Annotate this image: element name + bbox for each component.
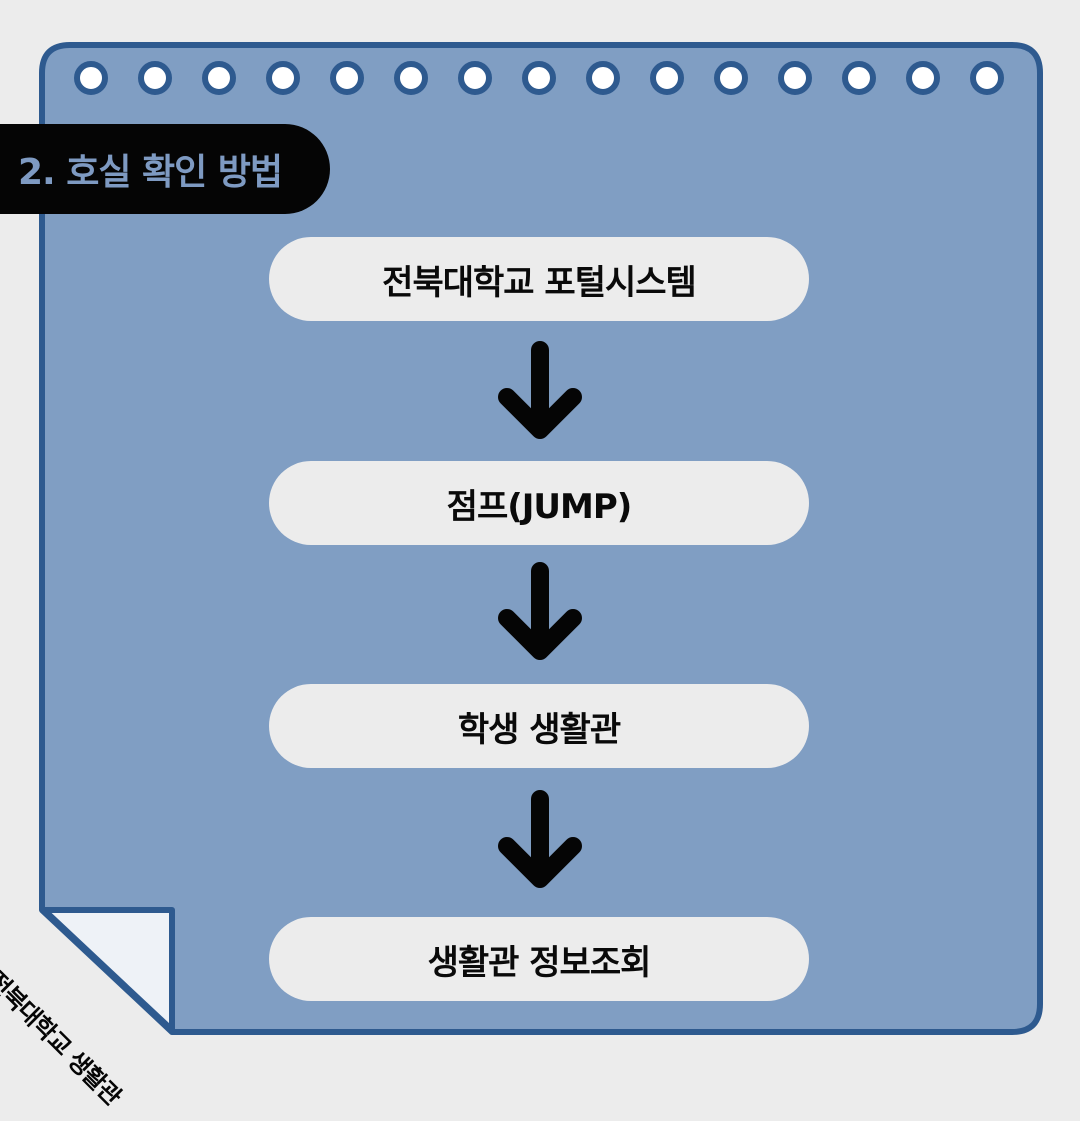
binder-ring-icon <box>650 61 684 95</box>
arrow-down-icon <box>498 562 582 660</box>
title-tab: 2. 호실 확인 방법 <box>0 124 330 214</box>
binder-ring-icon <box>394 61 428 95</box>
step-label: 전북대학교 포털시스템 <box>382 262 697 303</box>
page-curl-icon <box>41 907 175 1033</box>
step-dormitory-info-lookup[interactable]: 생활관 정보조회 <box>269 917 809 1001</box>
binder-ring-icon <box>714 61 748 95</box>
binder-rings <box>74 61 1004 95</box>
step-label: 생활관 정보조회 <box>427 942 652 983</box>
step-label: 학생 생활관 <box>457 709 621 750</box>
page-title: 2. 호실 확인 방법 <box>18 152 283 193</box>
binder-ring-icon <box>522 61 556 95</box>
binder-ring-icon <box>970 61 1004 95</box>
arrow-down-icon <box>498 341 582 439</box>
binder-ring-icon <box>778 61 812 95</box>
binder-ring-icon <box>842 61 876 95</box>
step-label: 점프(JUMP) <box>446 486 633 527</box>
step-portal-system[interactable]: 전북대학교 포털시스템 <box>269 237 809 321</box>
binder-ring-icon <box>266 61 300 95</box>
notepad-card: 2. 호실 확인 방법 전북대학교 포털시스템 점프(JUMP) 학생 생활관 … <box>0 42 1043 1110</box>
binder-ring-icon <box>74 61 108 95</box>
step-student-dormitory[interactable]: 학생 생활관 <box>269 684 809 768</box>
binder-ring-icon <box>458 61 492 95</box>
binder-ring-icon <box>906 61 940 95</box>
step-jump[interactable]: 점프(JUMP) <box>269 461 809 545</box>
binder-ring-icon <box>586 61 620 95</box>
binder-ring-icon <box>330 61 364 95</box>
binder-ring-icon <box>138 61 172 95</box>
binder-ring-icon <box>202 61 236 95</box>
arrow-down-icon <box>498 790 582 888</box>
